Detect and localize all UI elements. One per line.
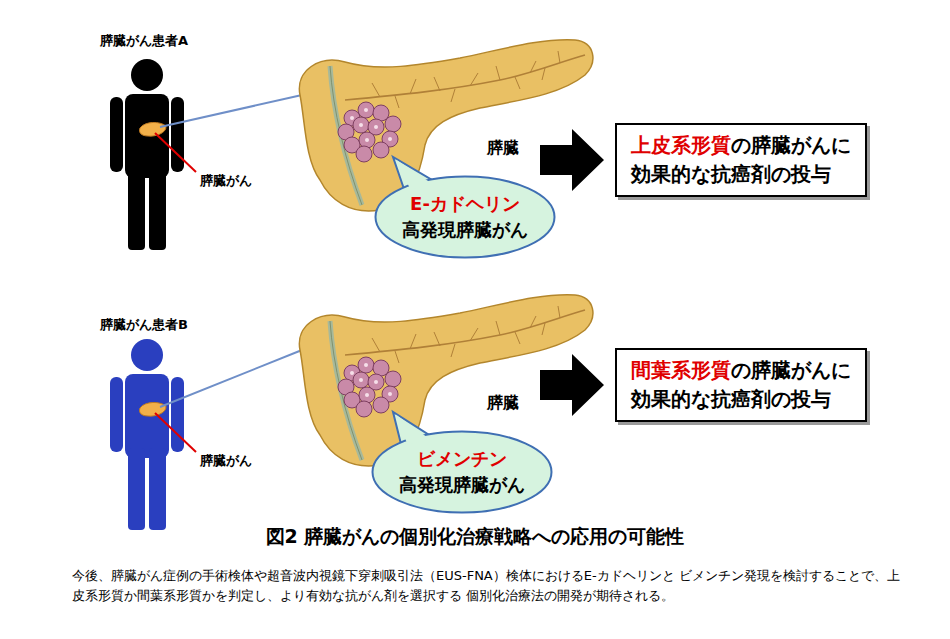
body-text: の膵臓がんに (731, 358, 851, 382)
figure-title: 図2 膵臓がんの個別化治療戦略への応用の可能性 (0, 524, 950, 550)
bubble-body (376, 177, 555, 258)
body-text: 高発現膵臓がん (399, 472, 525, 498)
patient-label: 膵臓がん患者B (100, 316, 188, 334)
highlight-text: E-カドヘリン (410, 191, 520, 217)
small-pancreas (139, 122, 166, 136)
highlight-text: 間葉系形質 (631, 358, 731, 382)
zoom-line (160, 95, 302, 127)
body-text: の膵臓がんに (731, 133, 851, 157)
treatment-box: 上皮系形質の膵臓がんに効果的な抗癌剤の投与 (615, 123, 867, 197)
bubble-tail-fill (396, 414, 429, 445)
treatment-box: 間葉系形質の膵臓がんに効果的な抗癌剤の投与 (615, 348, 867, 422)
highlight-text: 上皮系形質 (631, 133, 731, 157)
block-arrow (540, 354, 604, 416)
zoom-line (160, 350, 302, 407)
body-text: 効果的な抗癌剤の投与 (631, 160, 851, 189)
leader-line (155, 413, 196, 452)
block-arrow (540, 129, 604, 191)
leader-line (155, 133, 196, 172)
bubble-outline (374, 175, 556, 259)
bubble-tail-fill (396, 159, 432, 190)
speech-bubble: E-カドヘリン高発現膵臓がん (374, 175, 556, 259)
speech-bubble: ビメンチン高発現膵臓がん (371, 430, 553, 514)
bubble-body (373, 432, 552, 513)
organ-label: 膵臓 (487, 138, 519, 159)
tumor-label: 膵臓がん (200, 452, 252, 470)
body-text: 高発現膵臓がん (402, 217, 528, 243)
organ-label: 膵臓 (487, 393, 519, 414)
bubble-outline (371, 430, 553, 514)
patient-figure (110, 339, 184, 530)
small-pancreas (139, 402, 166, 416)
tumor-label: 膵臓がん (200, 172, 252, 190)
patient-label: 膵臓がん患者A (100, 32, 188, 50)
figure-caption: 今後、膵臓がん症例の手術検体や超音波内視鏡下穿刺吸引法（EUS-FNA）検体にお… (72, 566, 902, 606)
patient-figure (110, 59, 184, 250)
highlight-text: ビメンチン (417, 446, 507, 472)
body-text: 効果的な抗癌剤の投与 (631, 385, 851, 414)
